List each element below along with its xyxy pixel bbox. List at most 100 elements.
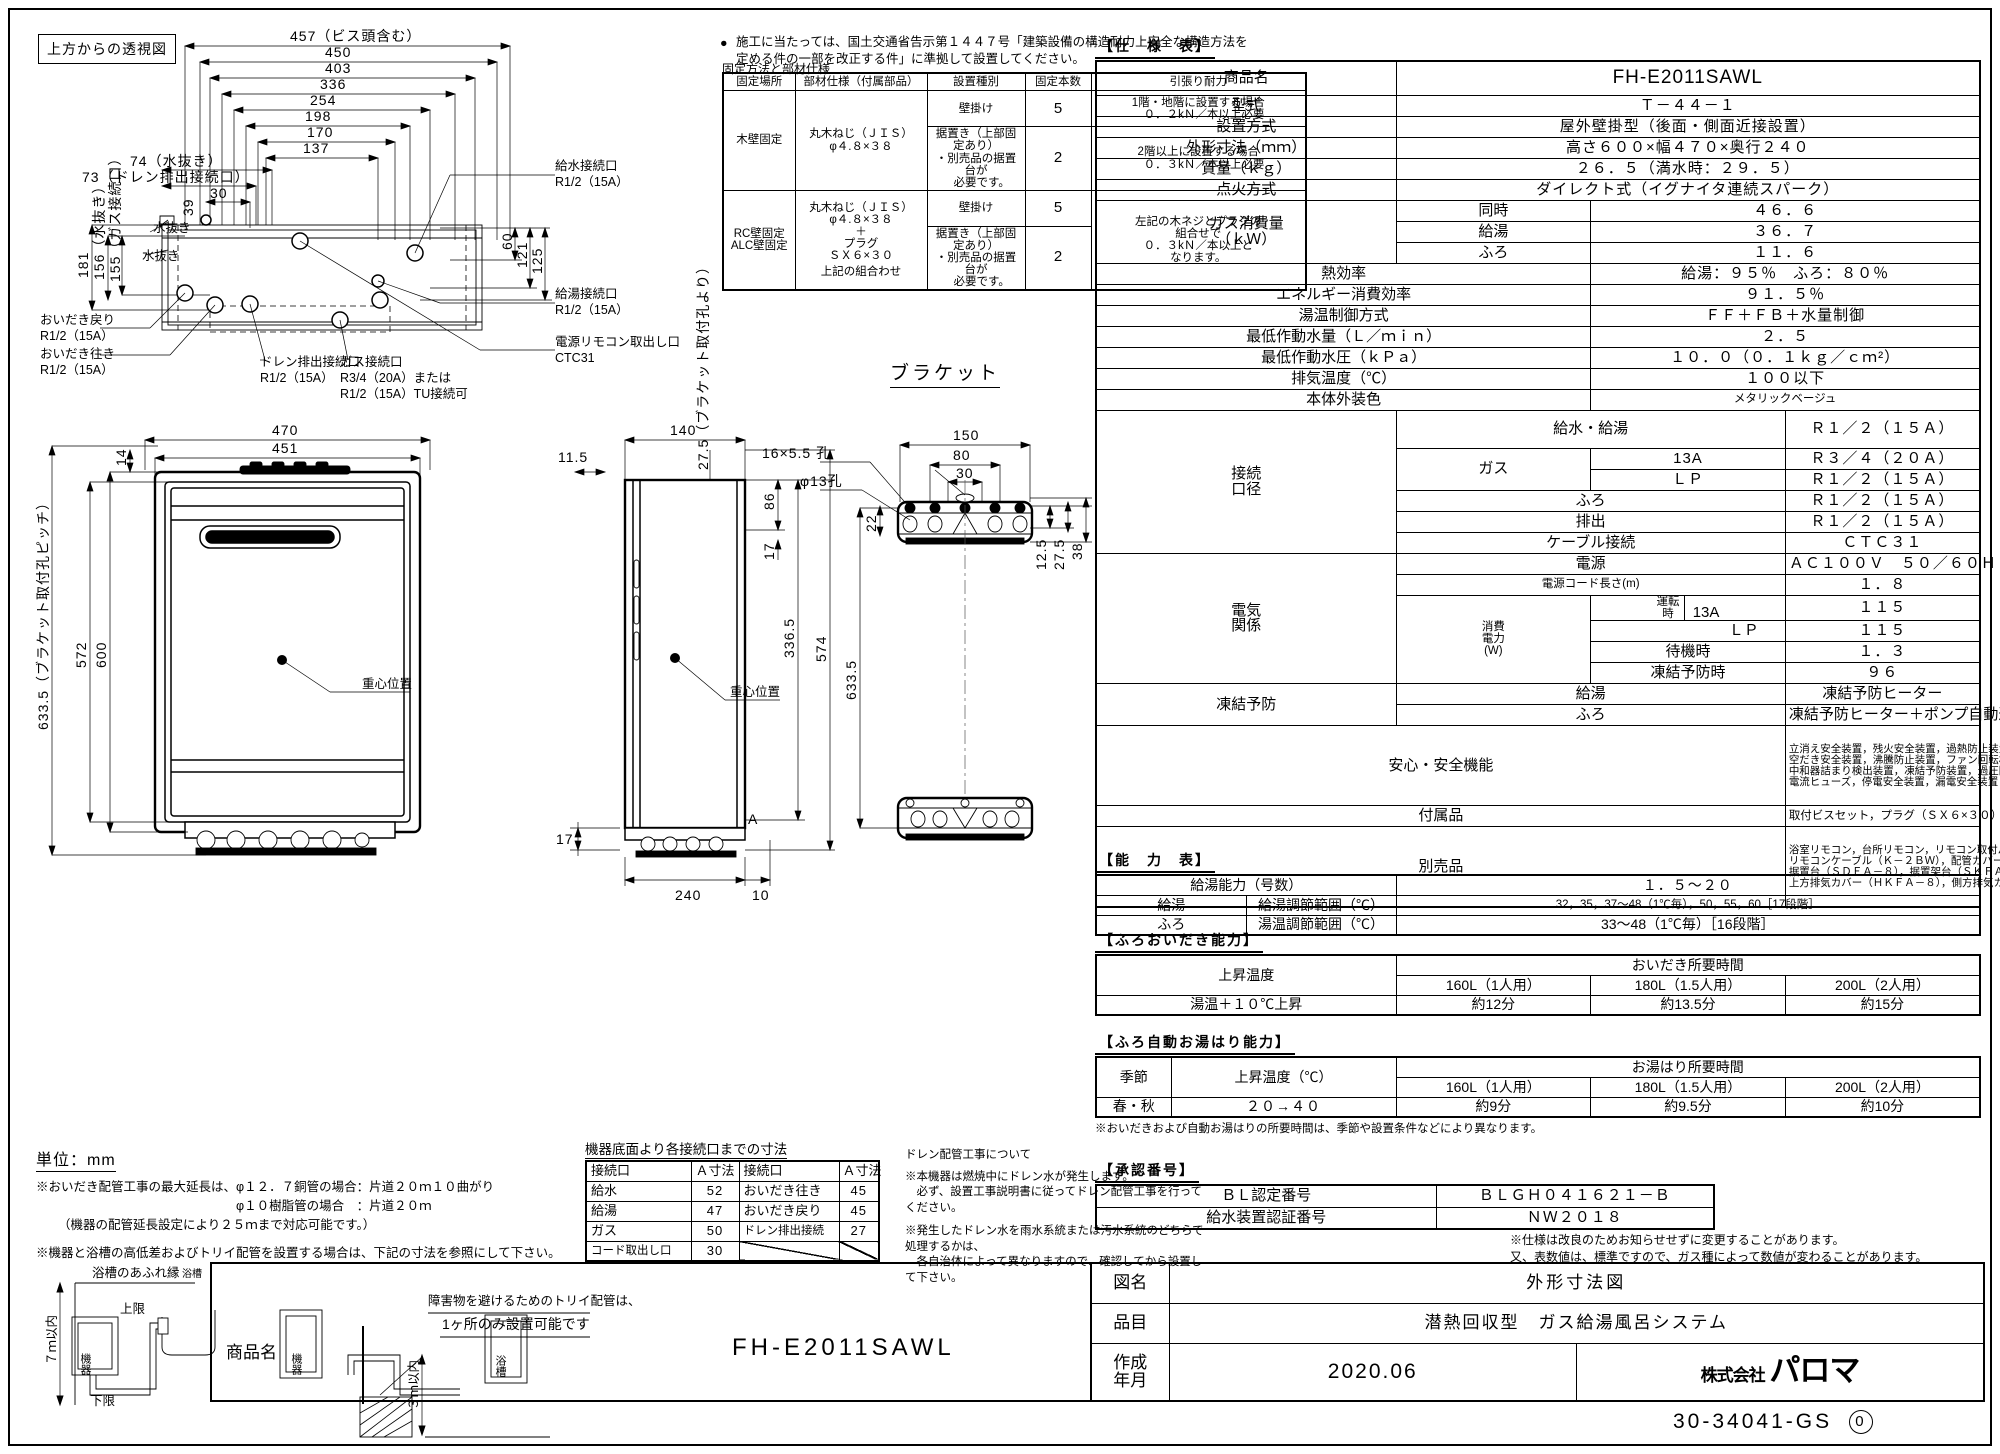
spec-label: 熱効率 [1095, 262, 1592, 285]
table-row: 電気 関係 電源 ＡＣ１００Ｖ ５０／６０Ｈｚ共用 [1095, 552, 2000, 685]
spec-table-title: 【仕 様 表】 [1095, 36, 1215, 59]
table-header-row: 接続口 Ａ寸法 接続口 Ａ寸法 [585, 1160, 882, 1182]
spec-label: 排気温度（℃） [1095, 367, 1592, 390]
elec-sub: ＬＰ [1590, 620, 1786, 643]
cell-count: 2 [1024, 225, 1092, 291]
conn-value: Ｒ１／２（１５Ａ） [1784, 489, 1981, 512]
svg-text:121: 121 [514, 242, 530, 268]
svg-text:重心位置: 重心位置 [730, 684, 780, 699]
cell-place: RC壁固定 ALC壁固定 [722, 189, 796, 291]
note1-l3: （機器の配管延長設定により２５ｍまで対応可能です。） [58, 1217, 376, 1232]
dim-3m-label: ３ｍ以内 [407, 1360, 421, 1410]
bath-piping-diagram: 浴槽のあふれ縁 浴槽 上限 機器 機器 浴槽 ７ｍ以内 ３ｍ以内 下限 障害物を… [45, 1265, 641, 1438]
table-row: 電源コード長さ(m) １．８ [1096, 573, 1981, 596]
conn-c4: 27 [838, 1220, 880, 1242]
table-row: 湯温制御方式 ＦＦ＋ＦＢ＋水量制御 [1095, 304, 1981, 327]
oidaki-row-label: 湯温＋１０℃上昇 [1095, 994, 1397, 1016]
table-row: 図名 外形寸法図 [1090, 1262, 1985, 1304]
conn-h2: Ａ寸法 [690, 1160, 740, 1182]
table-row: 品目 潜熱回収型 ガス給湯風呂システム [1090, 1302, 1985, 1344]
kind-l2: ・別売品の据置台が [935, 152, 1017, 177]
topview-drawing: 457（ビス頭含む） 450 403 336 254 198 170 137 7… [40, 28, 680, 401]
accessory-value: 取付ビスセット，プラグ（ＳＸ６×３０） [1784, 805, 2000, 828]
conn-c1: 給水 [585, 1180, 692, 1202]
svg-text:181: 181 [75, 252, 91, 278]
svg-text:125: 125 [529, 248, 545, 274]
svg-text:30: 30 [210, 185, 228, 201]
elec-label-l1: 電気 [1231, 601, 1262, 619]
svg-text:27.5: 27.5 [1051, 539, 1067, 570]
table-row: 質量（ｋｇ） ２６．５（満水時：２９．５） [1095, 157, 1981, 180]
ohari-table: 季節 上昇温度（℃） お湯はり所要時間 160L（1人用） 180L（1.5人用… [1095, 1056, 1981, 1118]
spec-label: 最低作動水圧（ｋＰａ） [1095, 346, 1592, 369]
conn-sub: ガス [1395, 447, 1592, 491]
elec-power-label: 電源 [1395, 552, 1786, 575]
place-l2: ALC壁固定 [730, 239, 788, 252]
vert-dim-label: ７ｍ以内 [45, 1315, 59, 1365]
svg-text:ガス接続口: ガス接続口 [340, 354, 403, 369]
svg-text:R1/2（15A）: R1/2（15A） [260, 371, 334, 385]
table-row: ガス 13A Ｒ３／４（２０Ａ） [1096, 447, 1981, 491]
svg-text:39: 39 [180, 198, 196, 216]
unit-label-2: 機器 [290, 1352, 303, 1376]
oidaki-col-3: 200L（2人用） [1784, 974, 1981, 996]
approval-section: 【承認番号】 ＢＬ認定番号 ＢＬＧＨ０４１６２１－Ｂ 給水装置認証番号 ＮＷ２０… [1095, 1160, 1715, 1230]
oidaki-val-2: 約13.5分 [1590, 994, 1786, 1016]
table-row: 給湯能力（号数） １．５～２０ [1095, 874, 1981, 896]
conn-h4: Ａ寸法 [838, 1160, 882, 1182]
doc-number-text: 30-34041-GS [1673, 1410, 1833, 1433]
safety-label: 安心・安全機能 [1095, 725, 1786, 807]
overflow-edge-label: 浴槽のあふれ縁 [92, 1265, 180, 1280]
conn-sub: ケーブル接続 [1395, 531, 1786, 554]
gas-sub: 給湯 [1395, 220, 1592, 243]
spec-value: 給湯：９５％ ふろ：８０％ [1590, 262, 1981, 285]
ohari-val-2: 約9.5分 [1590, 1096, 1786, 1118]
table-row: 待機時 １．３ [1096, 641, 1981, 664]
conn-c4: 45 [838, 1200, 880, 1222]
upper-limit-label: 上限 [120, 1302, 146, 1316]
approval-table-title: 【承認番号】 [1095, 1160, 1199, 1183]
spec-label: 外形寸法（ｍｍ） [1095, 136, 1397, 159]
elec-power-value: ＡＣ１００Ｖ ５０／６０Ｈｚ共用 [1784, 552, 2000, 575]
cap-label: 湯温調節範囲（℃） [1245, 914, 1397, 936]
conn-c1: ガス [585, 1220, 692, 1242]
gas-value: ４６．６ [1590, 199, 1981, 222]
cap-label: 給湯調節範囲（℃） [1245, 894, 1397, 916]
disclaimer-l2: 又、表数値は、標準ですので、ガス種によって数値が変わることがあります。 [1510, 1250, 1928, 1265]
spec-l6: 上記の組合わせ [820, 265, 902, 278]
doc-revision: 0 [1848, 1410, 1873, 1435]
ohari-span: お湯はり所要時間 [1395, 1056, 1981, 1078]
freeze-value: 凍結予防ヒーター [1784, 683, 1981, 706]
table-row: 最低作動水量（Ｌ／ｍｉｎ） ２．５ [1095, 325, 1981, 348]
tb-label-2: 品目 [1090, 1302, 1170, 1344]
conn-c2: 50 [690, 1220, 740, 1242]
table-row: エネルギー消費効率 ９１．５％ [1095, 283, 1981, 306]
note1-l1: ※おいだき配管工事の最大延長は、φ１２．７銅管の場合：片道２０ｍ１０曲がり [36, 1180, 495, 1194]
spec-table: 商品名 FH-E2011SAWL 型式 Ｔ－４４－１ 設置方式 屋外壁掛型（後面… [1095, 60, 2000, 908]
date-l1: 作成 [1113, 1352, 1148, 1372]
gas-label-l2: （ｋＷ） [1216, 230, 1277, 248]
unit-note: 単位：mm [36, 1146, 116, 1172]
table-row: 消費 電力 (W) 運転 時 13A １１５ [1096, 594, 1981, 685]
kind-l3: 必要です。 [942, 275, 1010, 288]
ohari-col0: 季節 [1095, 1056, 1172, 1098]
cell-spec: 丸木ねじ（ＪＩＳ） φ４.８×３８ ＋ プラグ ＳＸ６×３０ 上記の組合わせ [794, 189, 928, 291]
lower-limit-label: 下限 [90, 1394, 116, 1408]
spec-l5: ＳＸ６×３０ [828, 249, 894, 262]
conn-c3: おいだき往き [738, 1180, 840, 1202]
table-row: 最低作動水圧（ｋＰａ） １０．０（０．１ｋｇ／ｃｍ²） [1095, 346, 1981, 369]
svg-text:R1/2（15A）: R1/2（15A） [555, 175, 629, 189]
gas-sub: 同時 [1395, 199, 1592, 222]
conn-c1: 給湯 [585, 1200, 692, 1222]
table-row: ＢＬ認定番号 ＢＬＧＨ０４１６２１－Ｂ [1095, 1184, 1715, 1208]
safety-l3: 中和器詰まり検出装置，凍結予防装置，過圧防止安全装置 [1788, 764, 2000, 777]
gas-value: ３６．７ [1590, 220, 1981, 243]
table-row: 商品名 FH-E2011SAWL [1095, 60, 1981, 96]
table-row: 凍結予防 給湯 凍結予防ヒーター [1095, 683, 1981, 727]
cap-value: 33～48（1℃毎）［16段階］ [1395, 914, 1981, 936]
cap-sub: ふろ [1095, 914, 1247, 936]
conn-value: Ｒ１／２（１５Ａ） [1784, 468, 1981, 491]
svg-text:17: 17 [556, 831, 574, 847]
table-row: 安心・安全機能 立消え安全装置，残火安全装置，過熱防止装置，空だき防止装置 空だ… [1095, 725, 2000, 807]
table-row: 接続 口径 給水・給湯 Ｒ１／２（１５Ａ） [1095, 409, 1981, 554]
